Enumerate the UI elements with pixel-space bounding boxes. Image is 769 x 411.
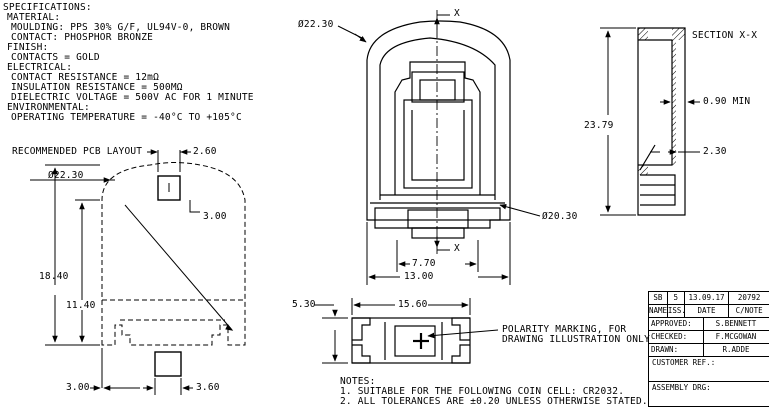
- spec-finish: FINISH:: [7, 42, 49, 53]
- issue-number: 5: [666, 292, 684, 304]
- title-block-header-row: NAME ISS. DATE C/NOTE: [649, 304, 769, 317]
- notes-line1: 1. SUITABLE FOR THE FOLLOWING COIN CELL:…: [340, 386, 625, 397]
- pcb-top-pad: [157, 175, 181, 201]
- bottom-view: [351, 317, 471, 364]
- polarity-note-line1: POLARITY MARKING, FOR: [502, 324, 627, 335]
- spec-material: MATERIAL:: [7, 12, 61, 23]
- spec-contact-resistance: CONTACT RESISTANCE = 12mΩ: [11, 72, 159, 83]
- pcb-dim-diameter: Ø22.30: [48, 170, 84, 181]
- checked-row: CHECKED: F.MCGOWAN: [649, 330, 769, 343]
- section-dim-height: 23.79: [584, 120, 614, 131]
- assembly-drawing: ASSEMBLY DRG:: [649, 381, 769, 406]
- pcb-title: RECOMMENDED PCB LAYOUT: [12, 146, 143, 157]
- front-dim-outer-diameter: Ø22.30: [298, 19, 334, 30]
- spec-moulding: MOULDING: PPS 30% G/F, UL94V-0, BROWN: [11, 22, 231, 33]
- title-block-issue-row: SB 5 13.09.17 20792: [649, 291, 769, 304]
- notes-title: NOTES:: [340, 376, 376, 387]
- header-issue: ISS.: [666, 305, 684, 317]
- section-dim-wall: 0.90 MIN: [703, 96, 751, 107]
- spec-operating-temperature: OPERATING TEMPERATURE = -40°C TO +105°C: [11, 112, 242, 123]
- spec-electrical: ELECTRICAL:: [7, 62, 73, 73]
- customer-ref: CUSTOMER REF.:: [649, 356, 769, 381]
- polarity-note-line2: DRAWING ILLUSTRATION ONLY: [502, 334, 650, 345]
- pcb-dim-bottom-left: 3.00: [66, 382, 90, 393]
- header-date: DATE: [683, 305, 729, 317]
- notes-line2: 2. ALL TOLERANCES ARE ±0.20 UNLESS OTHER…: [340, 396, 648, 407]
- section-title: SECTION X-X: [692, 30, 758, 41]
- pcb-dim-pad-width: 2.60: [193, 146, 217, 157]
- checked-label: CHECKED:: [651, 332, 688, 341]
- bottom-dim-height: 5.30: [292, 299, 316, 310]
- approved-by: S.BENNETT: [703, 318, 768, 330]
- drawn-row: DRAWN: R.ADDE: [649, 343, 769, 356]
- front-view: [366, 20, 511, 239]
- spec-title: SPECIFICATIONS:: [3, 2, 92, 13]
- front-dim-inner-width: 7.70: [412, 258, 436, 269]
- issue-date: 13.09.17: [683, 292, 729, 304]
- bottom-dim-width: 15.60: [398, 299, 428, 310]
- spec-contact: CONTACT: PHOSPHOR BRONZE: [11, 32, 154, 43]
- spec-environmental: ENVIRONMENTAL:: [7, 102, 90, 113]
- pcb-layout-outline: [101, 162, 246, 346]
- section-mark-top: X: [454, 8, 460, 19]
- approved-row: APPROVED: S.BENNETT: [649, 317, 769, 330]
- spec-insulation-resistance: INSULATION RESISTANCE = 500MΩ: [11, 82, 183, 93]
- section-view: [637, 27, 686, 216]
- section-dim-step: 2.30: [703, 146, 727, 157]
- title-block: SB 5 13.09.17 20792 NAME ISS. DATE C/NOT…: [648, 291, 769, 407]
- front-dim-width: 13.00: [404, 271, 434, 282]
- approved-label: APPROVED:: [651, 319, 692, 328]
- pcb-bottom-pad: [154, 351, 182, 377]
- issue-name: SB: [653, 293, 663, 302]
- section-mark-bottom: X: [454, 243, 460, 254]
- drawn-by: R.ADDE: [703, 344, 768, 356]
- issue-change-note: 20792: [728, 292, 769, 304]
- pcb-dim-height-total: 18.40: [39, 271, 69, 282]
- front-dim-inner-diameter: Ø20.30: [542, 211, 578, 222]
- spec-contacts: CONTACTS = GOLD: [11, 52, 100, 63]
- drawn-label: DRAWN:: [651, 345, 679, 354]
- checked-by: F.MCGOWAN: [703, 331, 768, 343]
- spec-dielectric-voltage: DIELECTRIC VOLTAGE = 500V AC FOR 1 MINUT…: [11, 92, 254, 103]
- header-change-note: C/NOTE: [728, 305, 769, 317]
- header-name: NAME: [649, 306, 667, 315]
- pcb-dim-pad-offset: 3.00: [203, 211, 227, 222]
- pcb-dim-height-inner: 11.40: [66, 300, 96, 311]
- pcb-dim-bottom-pad: 3.60: [196, 382, 220, 393]
